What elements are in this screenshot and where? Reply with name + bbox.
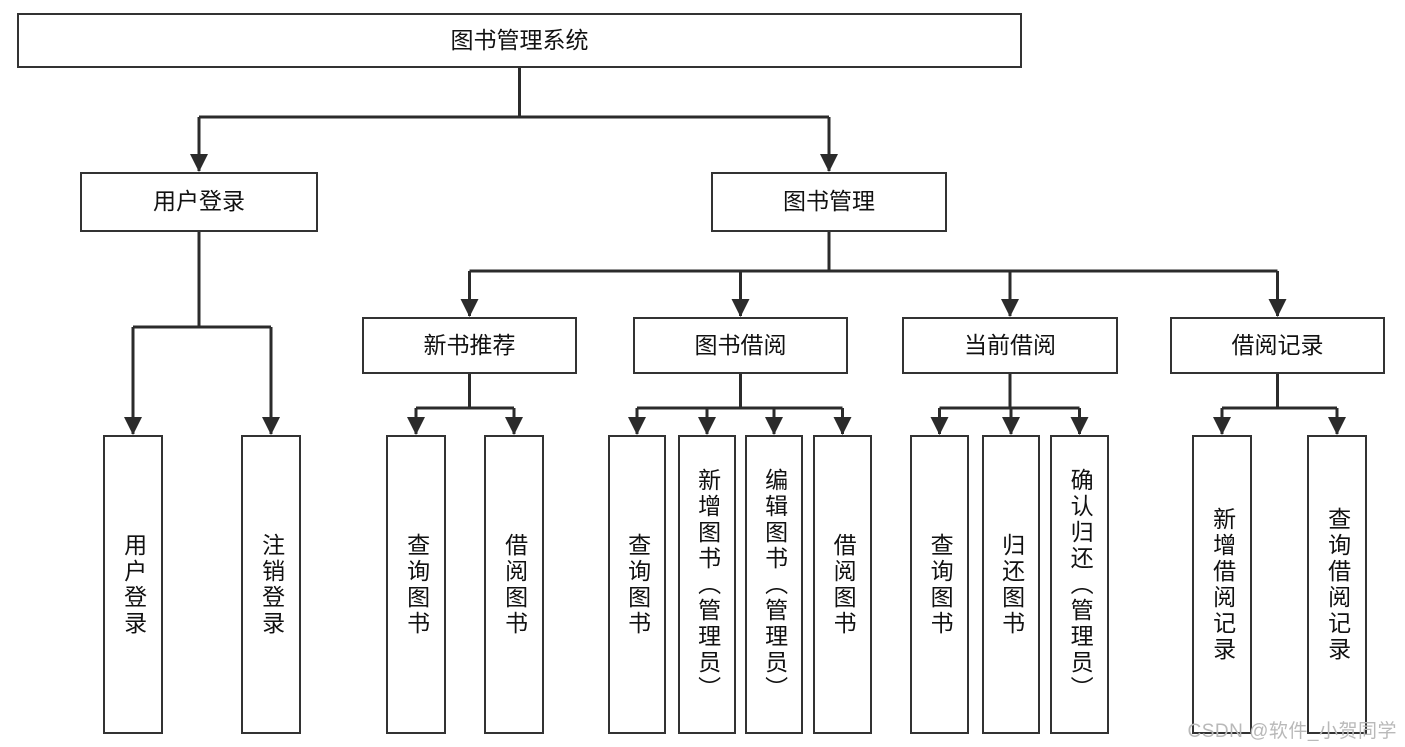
node-label: 借阅图书 — [830, 532, 857, 637]
node-leaf-user-logout[interactable]: 注销登录 — [241, 435, 301, 734]
node-login[interactable]: 用户登录 — [80, 172, 318, 232]
node-label: 当前借阅 — [964, 331, 1056, 358]
node-label: 图书借阅 — [694, 331, 787, 358]
node-label: 图书管理 — [783, 188, 875, 215]
node-leaf-record-query[interactable]: 查询借阅记录 — [1307, 435, 1367, 734]
node-label: 新增图书（管理员） — [694, 467, 721, 702]
node-label: 用户登录 — [153, 188, 245, 215]
node-leaf-record-add[interactable]: 新增借阅记录 — [1192, 435, 1252, 734]
node-label: 注销登录 — [258, 532, 285, 637]
node-label: 新增借阅记录 — [1209, 506, 1236, 663]
node-leaf-user-login[interactable]: 用户登录 — [103, 435, 163, 734]
node-label: 新书推荐 — [423, 331, 516, 358]
node-label: 借阅图书 — [501, 532, 528, 637]
node-newbook[interactable]: 新书推荐 — [362, 317, 577, 374]
node-leaf-current-confirm[interactable]: 确认归还（管理员） — [1050, 435, 1109, 734]
node-current[interactable]: 当前借阅 — [902, 317, 1118, 374]
watermark-text: CSDN @软件_小贺同学 — [1187, 721, 1397, 742]
node-leaf-borrow-edit[interactable]: 编辑图书（管理员） — [745, 435, 803, 734]
node-bookmgmt[interactable]: 图书管理 — [711, 172, 947, 232]
node-label: 查询图书 — [927, 532, 954, 637]
node-label: 用户登录 — [120, 532, 147, 637]
node-leaf-current-return[interactable]: 归还图书 — [982, 435, 1040, 734]
node-label: 确认归还（管理员） — [1067, 467, 1094, 702]
node-label: 编辑图书（管理员） — [761, 467, 788, 702]
node-label: 查询图书 — [403, 532, 430, 637]
node-leaf-current-query[interactable]: 查询图书 — [910, 435, 969, 734]
node-label: 查询借阅记录 — [1324, 506, 1351, 663]
node-leaf-borrow-add[interactable]: 新增图书（管理员） — [678, 435, 736, 734]
node-leaf-borrow-lend[interactable]: 借阅图书 — [813, 435, 872, 734]
node-leaf-newbook-borrow[interactable]: 借阅图书 — [484, 435, 544, 734]
node-label: 借阅记录 — [1231, 331, 1324, 358]
node-leaf-borrow-query[interactable]: 查询图书 — [608, 435, 666, 734]
node-label: 图书管理系统 — [450, 26, 589, 53]
node-borrow[interactable]: 图书借阅 — [633, 317, 848, 374]
node-leaf-newbook-query[interactable]: 查询图书 — [386, 435, 446, 734]
node-root[interactable]: 图书管理系统 — [17, 13, 1022, 68]
node-label: 归还图书 — [998, 532, 1025, 637]
node-label: 查询图书 — [624, 532, 651, 637]
node-records[interactable]: 借阅记录 — [1170, 317, 1385, 374]
